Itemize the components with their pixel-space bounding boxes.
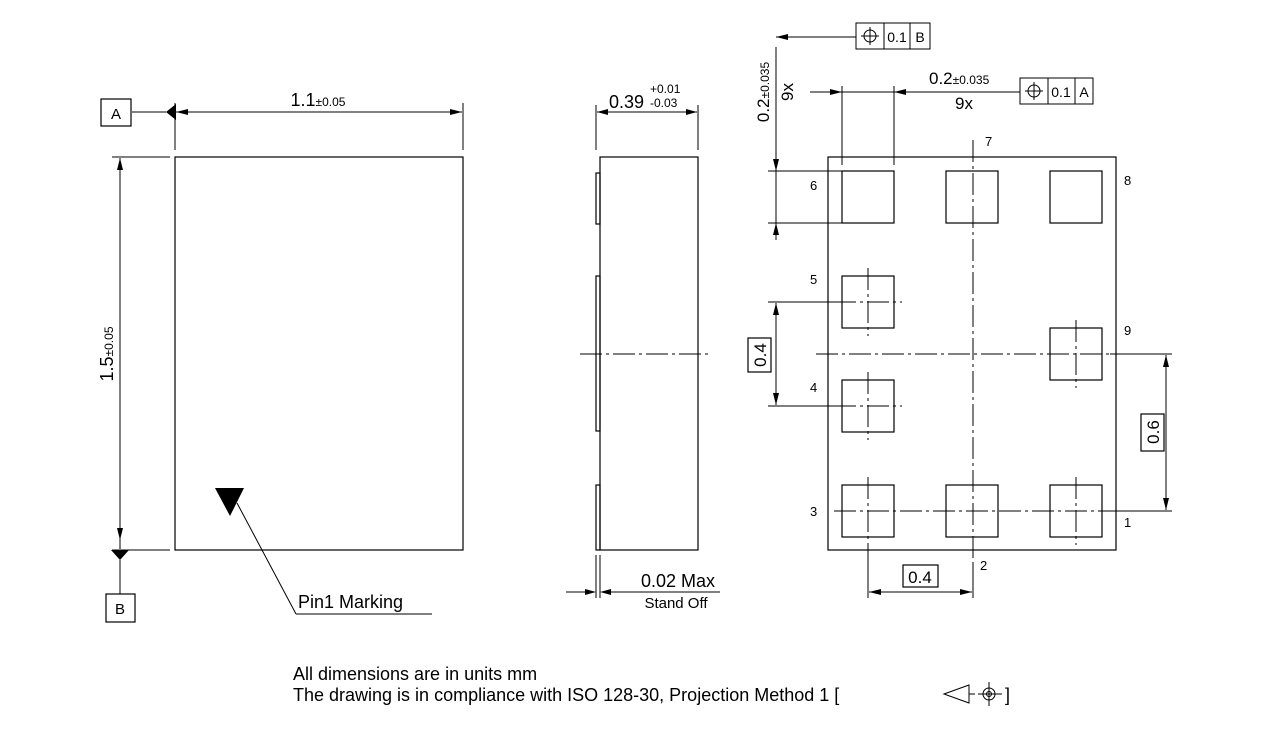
fcf-right-tolerance: 0.1 — [1051, 84, 1071, 100]
pin1-marker-icon — [215, 488, 244, 516]
fcf-top-tolerance: 0.1 — [887, 29, 907, 45]
pad-height-count: 9x — [778, 83, 797, 101]
fcf-right-datum: A — [1079, 84, 1089, 100]
bottom-view: 6 7 8 5 9 4 3 2 1 0.1 B 0.2±0.035 9x — [747, 22, 1172, 598]
note-iso-prefix: The drawing is in compliance with ISO 12… — [293, 685, 839, 705]
datum-a-label: A — [111, 106, 121, 123]
pad-6 — [841, 170, 895, 224]
pad-width-dim: 0.2±0.035 — [929, 69, 990, 88]
pitch-horizontal: 0.4 — [908, 568, 932, 587]
fcf-top-datum: B — [915, 29, 924, 45]
datum-b-box — [105, 593, 136, 623]
pin-label-7: 7 — [985, 134, 992, 149]
note-units: All dimensions are in units mm — [293, 664, 537, 684]
pin-label-4: 4 — [810, 380, 817, 395]
pin-label-6: 6 — [810, 178, 817, 193]
note-iso-suffix: ] — [1005, 685, 1010, 705]
pin1-label: Pin1 Marking — [298, 592, 403, 612]
bottom-view-body — [827, 156, 1117, 551]
pin-label-1: 1 — [1124, 515, 1131, 530]
top-height-dim: 1.5±0.05 — [97, 326, 117, 381]
notes: All dimensions are in units mm The drawi… — [293, 664, 1010, 706]
pin-label-5: 5 — [810, 272, 817, 287]
pad-7 — [945, 170, 999, 224]
position-tolerance-icon — [1025, 82, 1043, 100]
top-view: 1.1±0.05 A 1.5±0.05 B Pin1 Marking — [97, 90, 464, 623]
pad-height-dim: 0.2±0.035 — [754, 62, 773, 123]
standoff-value: 0.02 Max — [641, 571, 715, 591]
first-angle-projection-icon — [942, 682, 1002, 706]
side-view: 0.39 +0.01 -0.03 0.02 Max Stand Off — [566, 82, 720, 612]
position-tolerance-icon — [861, 27, 879, 45]
side-tol-minus: -0.03 — [650, 96, 678, 110]
datum-b-label: B — [115, 601, 125, 618]
pin-label-8: 8 — [1124, 173, 1131, 188]
top-view-body — [174, 156, 464, 551]
pin-label-2: 2 — [980, 558, 987, 573]
standoff-label: Stand Off — [644, 595, 708, 612]
pitch-vertical: 0.4 — [751, 343, 770, 367]
pad-width-count: 9x — [955, 94, 973, 113]
pitch-right: 0.6 — [1144, 420, 1163, 444]
pad-8 — [1049, 170, 1103, 224]
side-tol-plus: +0.01 — [650, 82, 681, 96]
datum-a-box — [100, 98, 132, 127]
top-width-dim: 1.1±0.05 — [291, 90, 346, 110]
pin-label-9: 9 — [1124, 323, 1131, 338]
side-thickness-dim: 0.39 — [609, 92, 644, 112]
pin-label-3: 3 — [810, 504, 817, 519]
